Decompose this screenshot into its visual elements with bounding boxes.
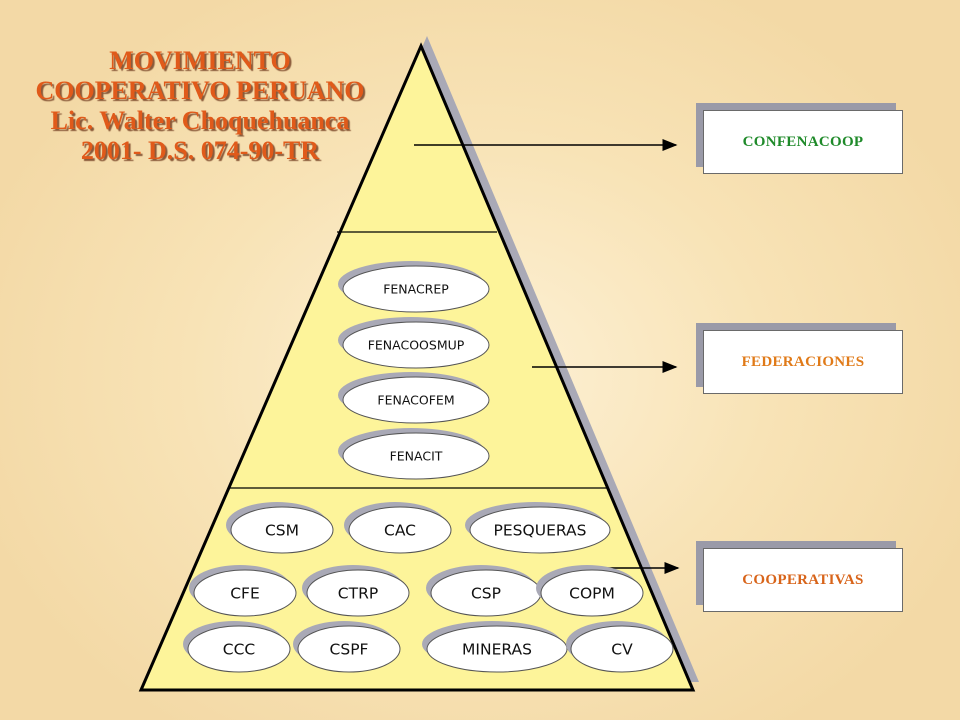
cooperative-pesqueras-label: PESQUERAS [494, 522, 587, 540]
cooperative-copm-label: COPM [569, 585, 615, 603]
cooperative-cv-shape [570, 625, 674, 673]
cooperative-cac: CAC [344, 502, 452, 554]
federation-fenacrep: FENACREP [338, 261, 490, 313]
cooperative-ctrp: CTRP [302, 565, 410, 617]
cooperative-mineras: MINERAS [422, 621, 568, 673]
cooperative-mineras-shape [426, 625, 568, 673]
cooperative-cfe-shape [193, 569, 297, 617]
cooperative-ccc: CCC [183, 621, 291, 673]
title-line-2: COOPERATIVO PERUANO [35, 76, 365, 105]
slide-title: MOVIMIENTO COOPERATIVO PERUANO Lic. Walt… [20, 46, 380, 166]
federation-fenacit-shape [342, 432, 490, 480]
cooperative-cac-label: CAC [384, 522, 416, 540]
cooperative-pesqueras: PESQUERAS [465, 502, 611, 554]
federation-fenacofem-shape [342, 376, 490, 424]
federation-fenacoosmup-shape [342, 321, 490, 369]
cooperative-cspf: CSPF [293, 621, 401, 673]
cooperative-csm: CSM [226, 502, 334, 554]
federation-fenacit-label: FENACIT [390, 449, 443, 464]
federation-fenacoosmup: FENACOOSMUP [338, 317, 490, 369]
cooperative-cv: CV [566, 621, 674, 673]
title-line-3: Lic. Walter Choquehuanca [50, 106, 350, 135]
federation-fenacofem: FENACOFEM [338, 372, 490, 424]
cooperative-csm-shape [230, 506, 334, 554]
cooperative-cv-label: CV [611, 641, 633, 659]
cooperative-csp: CSP [426, 565, 542, 617]
cooperative-ctrp-shape [306, 569, 410, 617]
cooperative-csp-label: CSP [471, 585, 501, 603]
cooperative-cfe-label: CFE [230, 585, 260, 603]
federation-fenacit: FENACIT [338, 428, 490, 480]
cooperative-ccc-shape [187, 625, 291, 673]
cooperative-cspf-shape [297, 625, 401, 673]
federation-fenacrep-shape [342, 265, 490, 313]
confederation-label: CONFENACOOP [742, 133, 864, 150]
federation-fenacoosmup-label: FENACOOSMUP [368, 338, 465, 353]
cooperatives-box: COOPERATIVAS [703, 548, 903, 612]
cooperative-cac-shape [348, 506, 452, 554]
confederation-box: CONFENACOOP [703, 110, 903, 174]
title-line-4: 2001- D.S. 074-90-TR [80, 136, 320, 165]
cooperative-csm-label: CSM [265, 522, 299, 540]
cooperative-copm-shape [540, 569, 644, 617]
cooperative-cfe: CFE [189, 565, 297, 617]
federations-box: FEDERACIONES [703, 330, 903, 394]
cooperative-ccc-label: CCC [223, 641, 255, 659]
federation-fenacofem-label: FENACOFEM [377, 393, 454, 408]
federation-fenacrep-label: FENACREP [383, 282, 449, 297]
cooperatives-label: COOPERATIVAS [742, 571, 864, 588]
federations-label: FEDERACIONES [741, 353, 865, 370]
cooperative-pesqueras-shape [469, 506, 611, 554]
cooperative-mineras-label: MINERAS [462, 641, 532, 659]
cooperative-ctrp-label: CTRP [338, 585, 378, 603]
cooperative-copm: COPM [536, 565, 644, 617]
cooperative-cspf-label: CSPF [330, 641, 369, 659]
title-line-1: MOVIMIENTO [109, 46, 291, 75]
